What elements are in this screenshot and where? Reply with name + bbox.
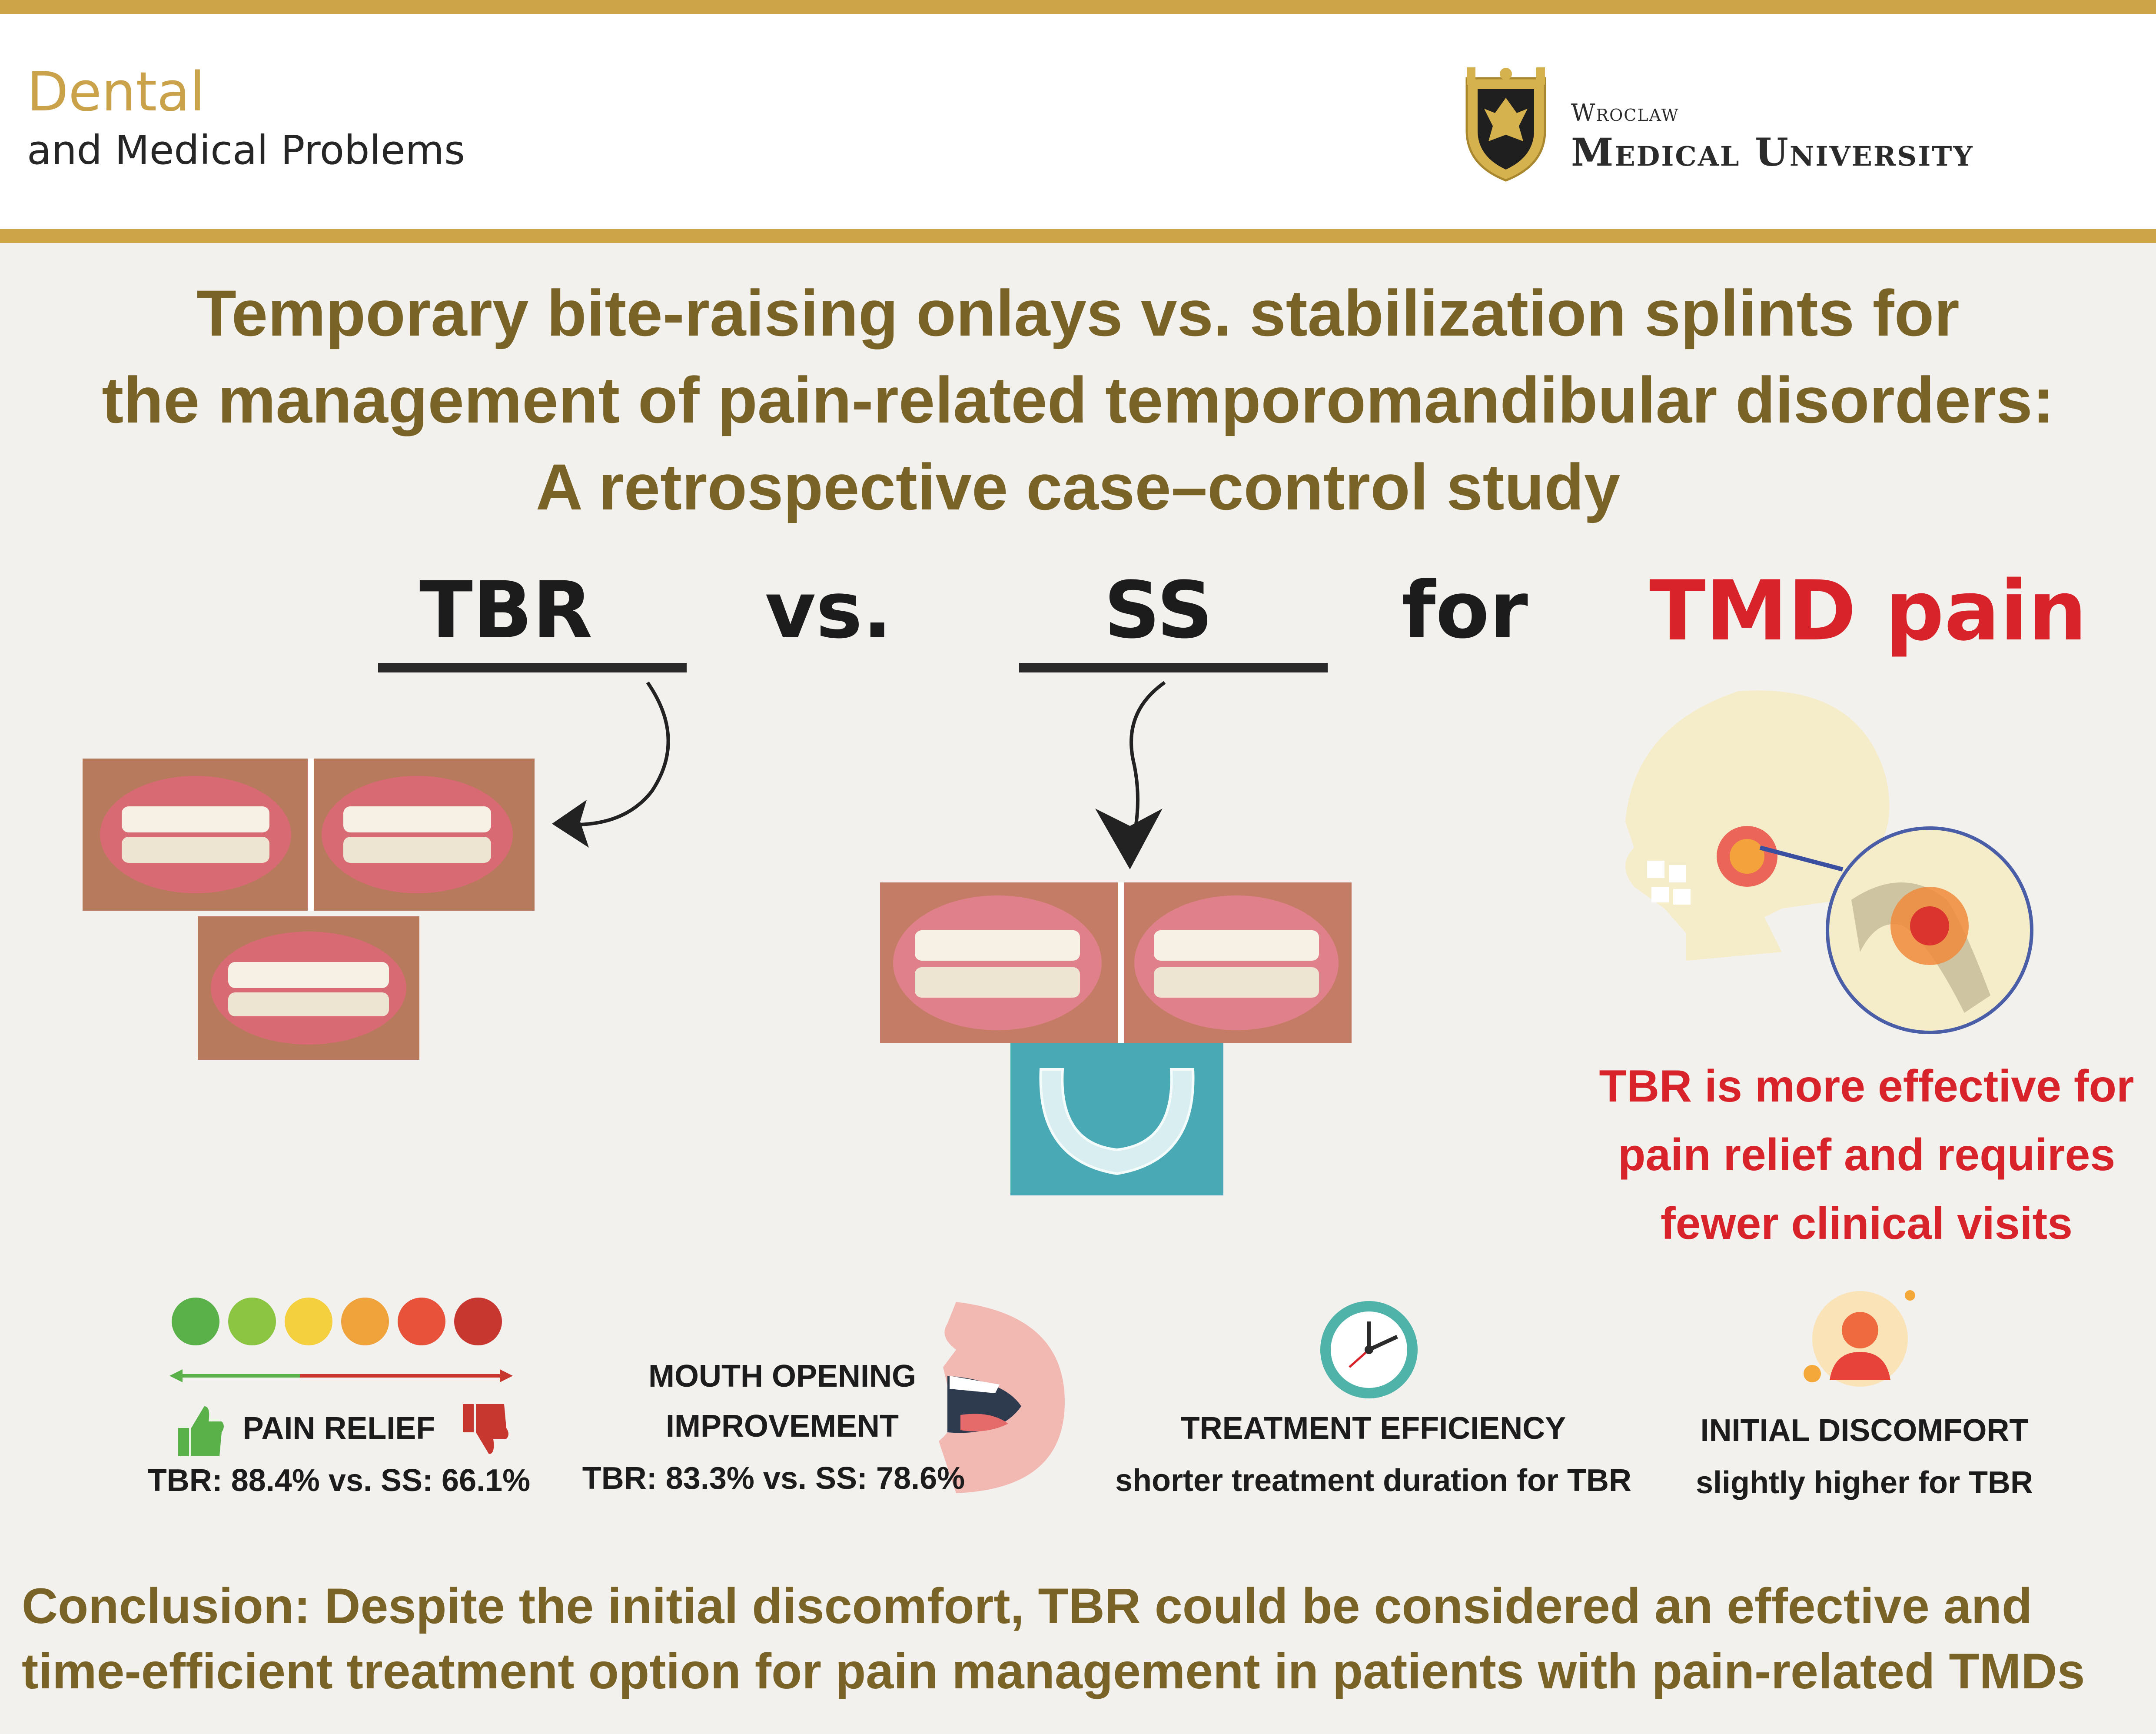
discomfort-label: INITIAL DISCOMFORT <box>1700 1413 2029 1448</box>
arrow-icon <box>552 681 670 848</box>
arrow-icon <box>1095 681 1166 869</box>
tbr-underline <box>378 663 687 672</box>
ss-splint-photo <box>1010 1043 1223 1195</box>
thumbs-down-icon <box>463 1404 508 1454</box>
title-line-2: the management of pain-related temporoma… <box>102 363 2054 436</box>
pain-relief-label: PAIN RELIEF <box>243 1411 435 1446</box>
tbr-frontal-photo <box>198 916 419 1060</box>
main-claim: TBR is more effective for pain relief an… <box>1573 1052 2156 1258</box>
title-line-3: A retrospective case–control study <box>535 450 1621 523</box>
pain-relief-value: TBR: 88.4% vs. SS: 66.1% <box>147 1463 531 1498</box>
tbr-intraoral-photo <box>83 759 535 911</box>
efficiency-value: shorter treatment duration for TBR <box>1115 1463 1632 1498</box>
journal-subtitle: and Medical Problems <box>27 127 465 173</box>
ss-label: SS <box>1104 565 1213 656</box>
mouth-opening-label-1: MOUTH OPENING <box>648 1359 916 1394</box>
ss-underline <box>1019 663 1328 672</box>
open-mouth-icon <box>939 1302 1065 1493</box>
stressed-person-icon <box>1804 1290 1915 1387</box>
mouth-opening-value: TBR: 83.3% vs. SS: 78.6% <box>582 1461 965 1496</box>
shield-crest-icon <box>1465 67 1546 182</box>
clock-icon <box>1320 1301 1418 1398</box>
claim-line-3: fewer clinical visits <box>1660 1198 2073 1249</box>
skull-jaw-icon <box>1625 690 2033 1034</box>
tbr-label: TBR <box>419 565 593 656</box>
mouth-opening-label-2: IMPROVEMENT <box>665 1409 899 1444</box>
claim-line-2: pain relief and requires <box>1618 1130 2116 1180</box>
header-gold-bar <box>0 229 2156 243</box>
vs-label: vs. <box>765 565 892 656</box>
thumbs-up-icon <box>178 1406 224 1456</box>
header <box>0 14 2156 229</box>
for-label: for <box>1402 565 1528 656</box>
title-line-1: Temporary bite-raising onlays vs. stabil… <box>196 276 1960 349</box>
university-name: Medical University <box>1571 130 1974 175</box>
university-name-small: Wroclaw <box>1571 99 1679 126</box>
top-gold-bar <box>0 0 2156 14</box>
ss-intraoral-photo <box>880 882 1352 1043</box>
tmd-pain-label: TMD pain <box>1649 563 2087 659</box>
conclusion-line-1: Conclusion: Despite the initial discomfo… <box>22 1578 2033 1634</box>
claim-line-1: TBR is more effective for <box>1599 1061 2134 1112</box>
discomfort-value: slightly higher for TBR <box>1695 1465 2033 1500</box>
conclusion-line-2: time-efficient treatment option for pain… <box>22 1644 2085 1699</box>
page-title: Temporary bite-raising onlays vs. stabil… <box>0 270 2156 530</box>
efficiency-label: TREATMENT EFFICIENCY <box>1180 1411 1566 1446</box>
smiley-scale-icon <box>169 1298 513 1382</box>
journal-title[interactable]: Dental <box>27 61 205 123</box>
conclusion: Conclusion: Despite the initial discomfo… <box>22 1574 2143 1704</box>
